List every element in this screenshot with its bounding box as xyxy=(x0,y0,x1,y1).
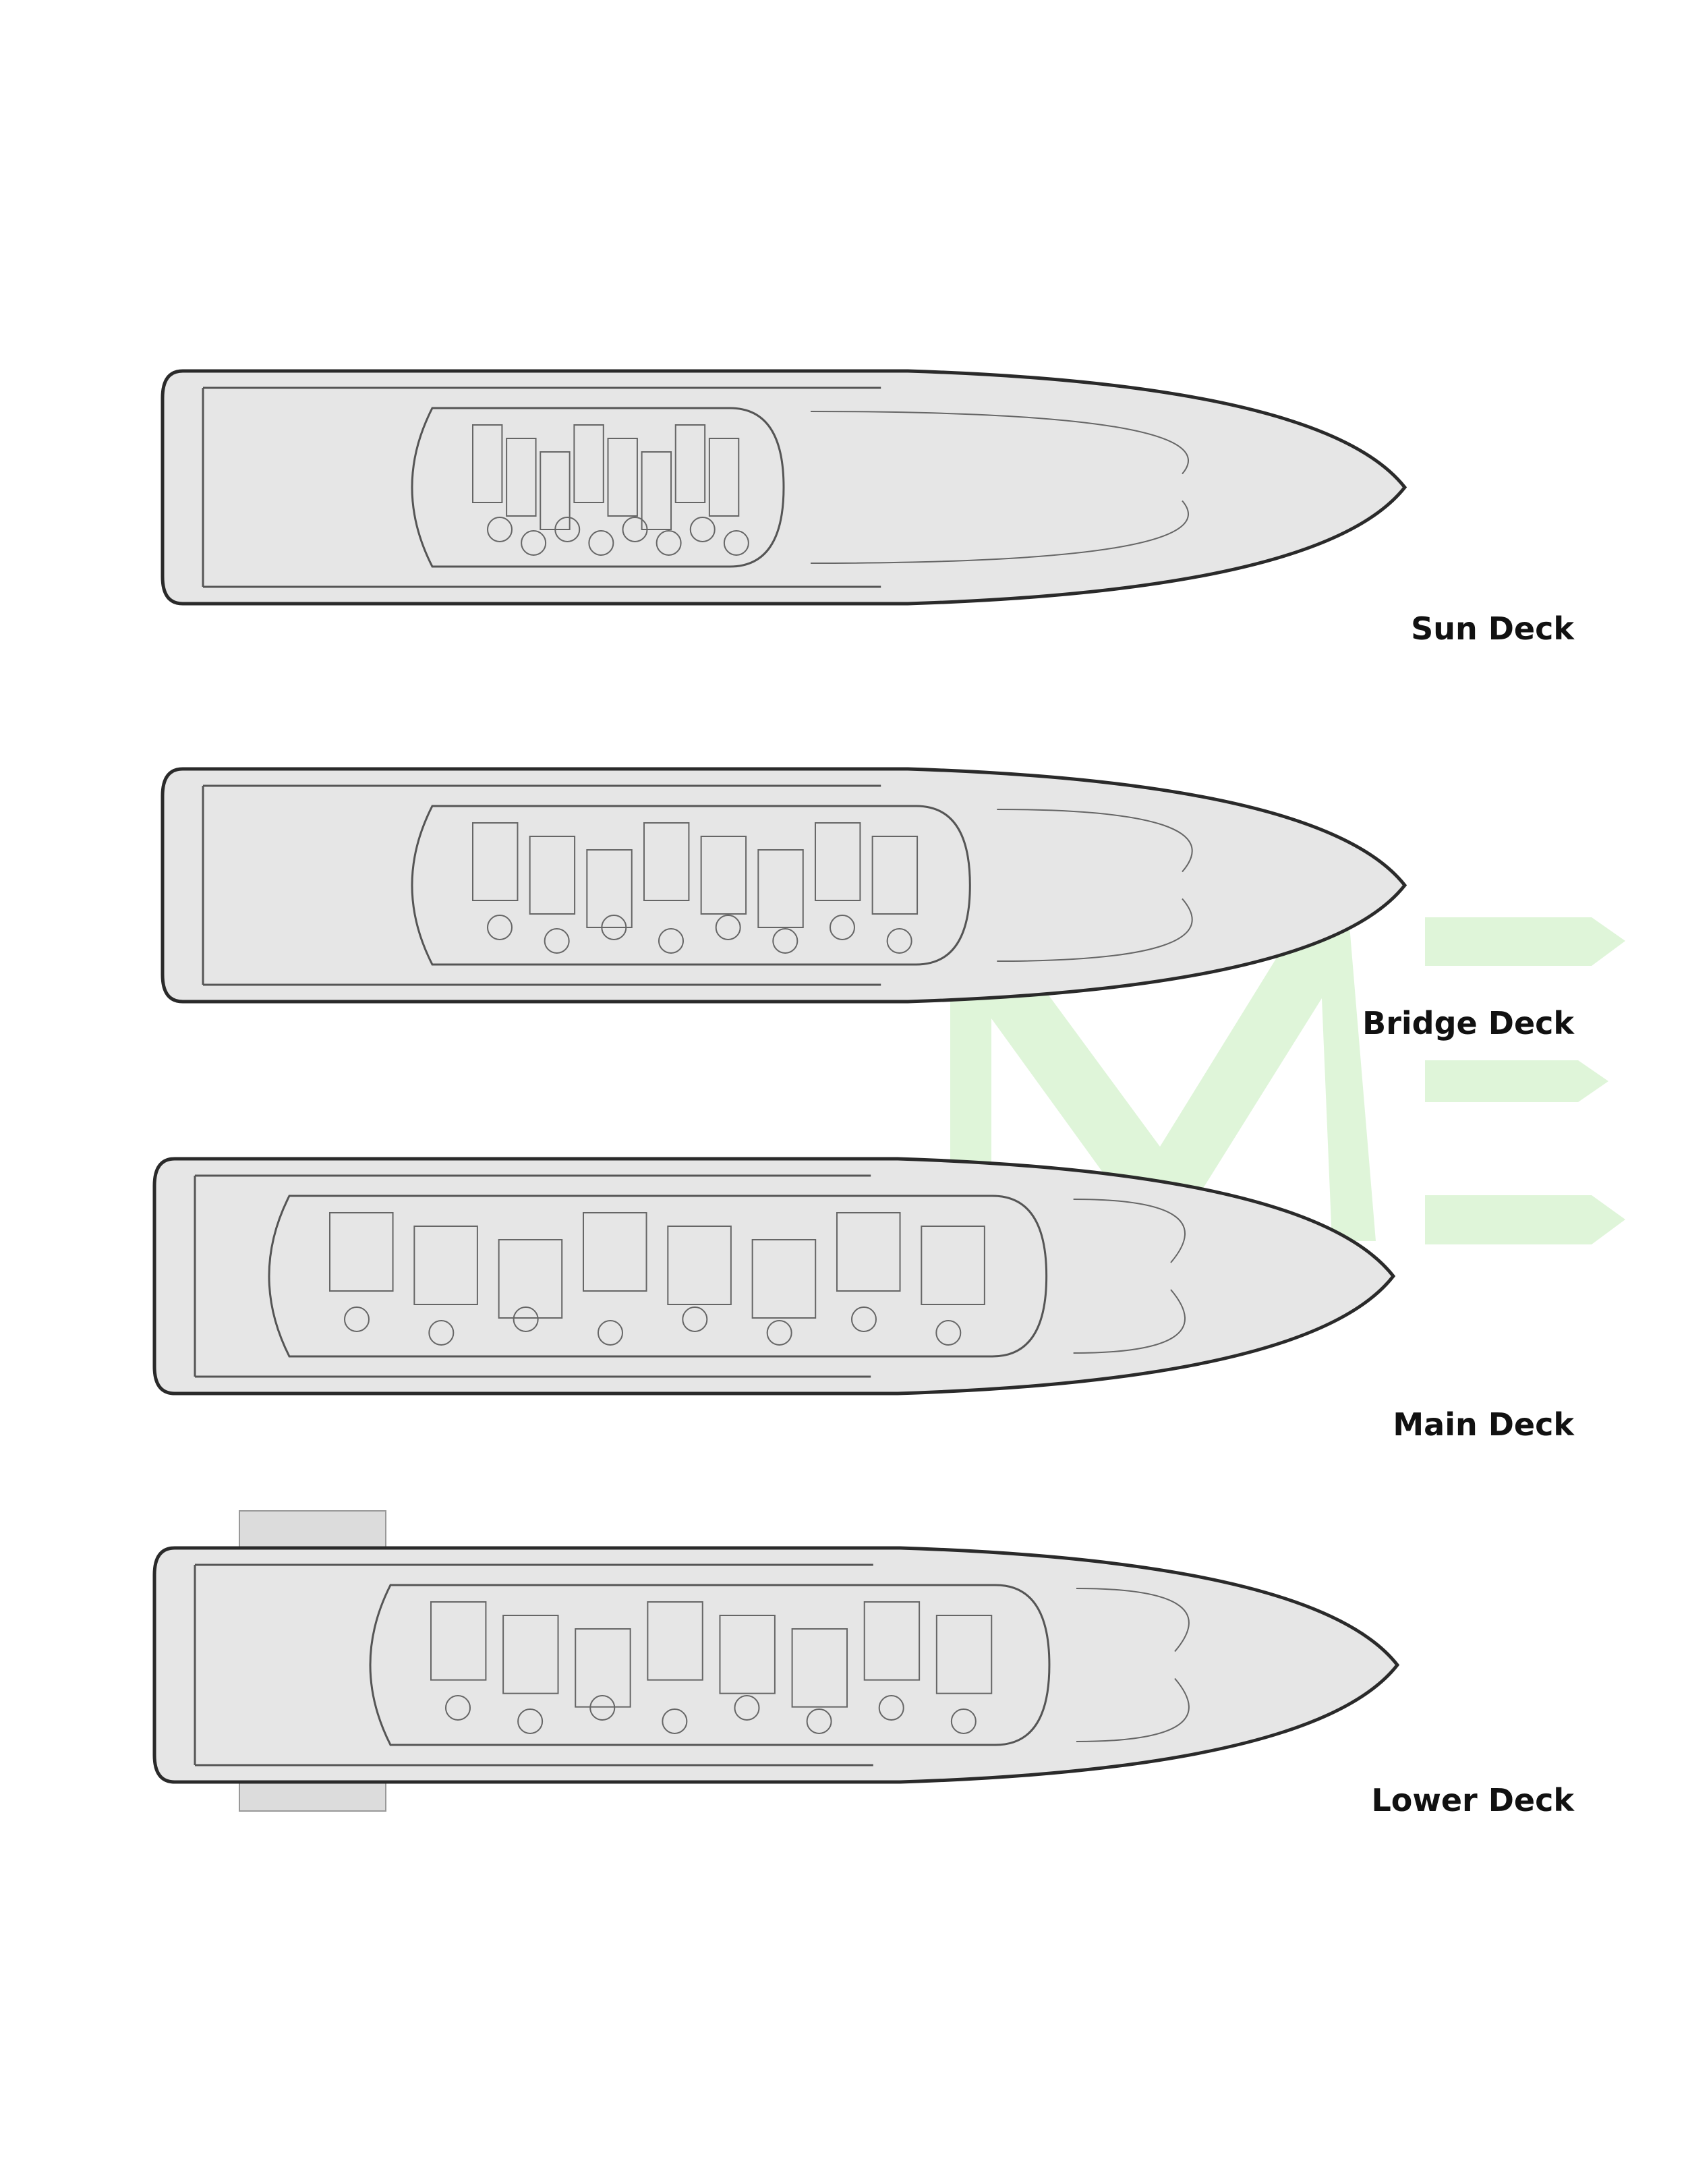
lower-deck-label: Lower Deck xyxy=(1371,1782,1574,1818)
hull-outline xyxy=(161,767,1407,1004)
main-deck-label: Main Deck xyxy=(1393,1406,1574,1443)
sun-deck-plan xyxy=(161,369,1407,606)
hull-outline xyxy=(152,1157,1396,1396)
bridge-deck-plan xyxy=(161,767,1407,1004)
bridge-deck-label: Bridge Deck xyxy=(1362,1005,1574,1041)
lower-deck-plan xyxy=(152,1510,1400,1812)
sun-deck-label: Sun Deck xyxy=(1411,610,1574,647)
watermark-logo xyxy=(950,917,1625,1244)
main-deck-plan xyxy=(152,1157,1396,1396)
hull-outline xyxy=(152,1546,1400,1784)
